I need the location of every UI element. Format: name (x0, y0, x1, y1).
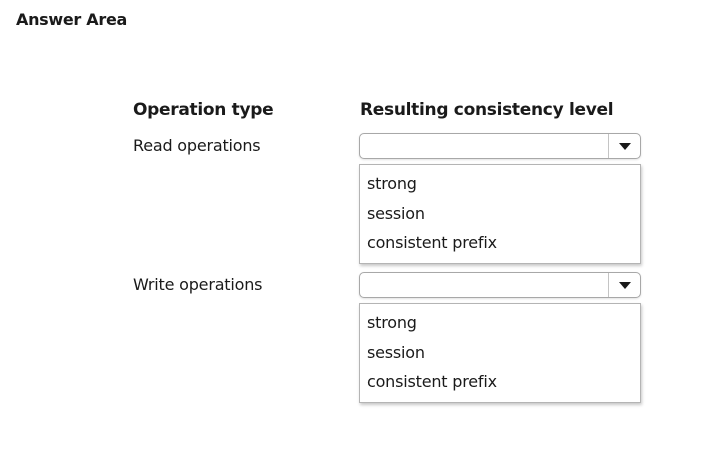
write-operations-dropdown: strong session consistent prefix (359, 272, 641, 403)
caret-down-icon[interactable] (608, 134, 640, 158)
write-option-consistent-prefix[interactable]: consistent prefix (367, 372, 497, 391)
write-operations-option-list: strong session consistent prefix (359, 303, 641, 403)
read-operations-dropdown: strong session consistent prefix (359, 133, 641, 264)
read-option-strong[interactable]: strong (367, 174, 417, 193)
row-label-read-operations: Read operations (133, 136, 261, 155)
page-title: Answer Area (16, 10, 128, 29)
caret-down-icon[interactable] (608, 273, 640, 297)
write-operations-select[interactable] (359, 272, 641, 298)
column-header-operation-type: Operation type (133, 100, 274, 120)
read-operations-select[interactable] (359, 133, 641, 159)
row-label-write-operations: Write operations (133, 275, 263, 294)
read-option-consistent-prefix[interactable]: consistent prefix (367, 233, 497, 252)
read-option-session[interactable]: session (367, 203, 425, 223)
read-operations-option-list: strong session consistent prefix (359, 164, 641, 264)
write-option-session[interactable]: session (367, 342, 425, 362)
write-option-strong[interactable]: strong (367, 313, 417, 332)
column-header-consistency-level: Resulting consistency level (360, 100, 614, 120)
